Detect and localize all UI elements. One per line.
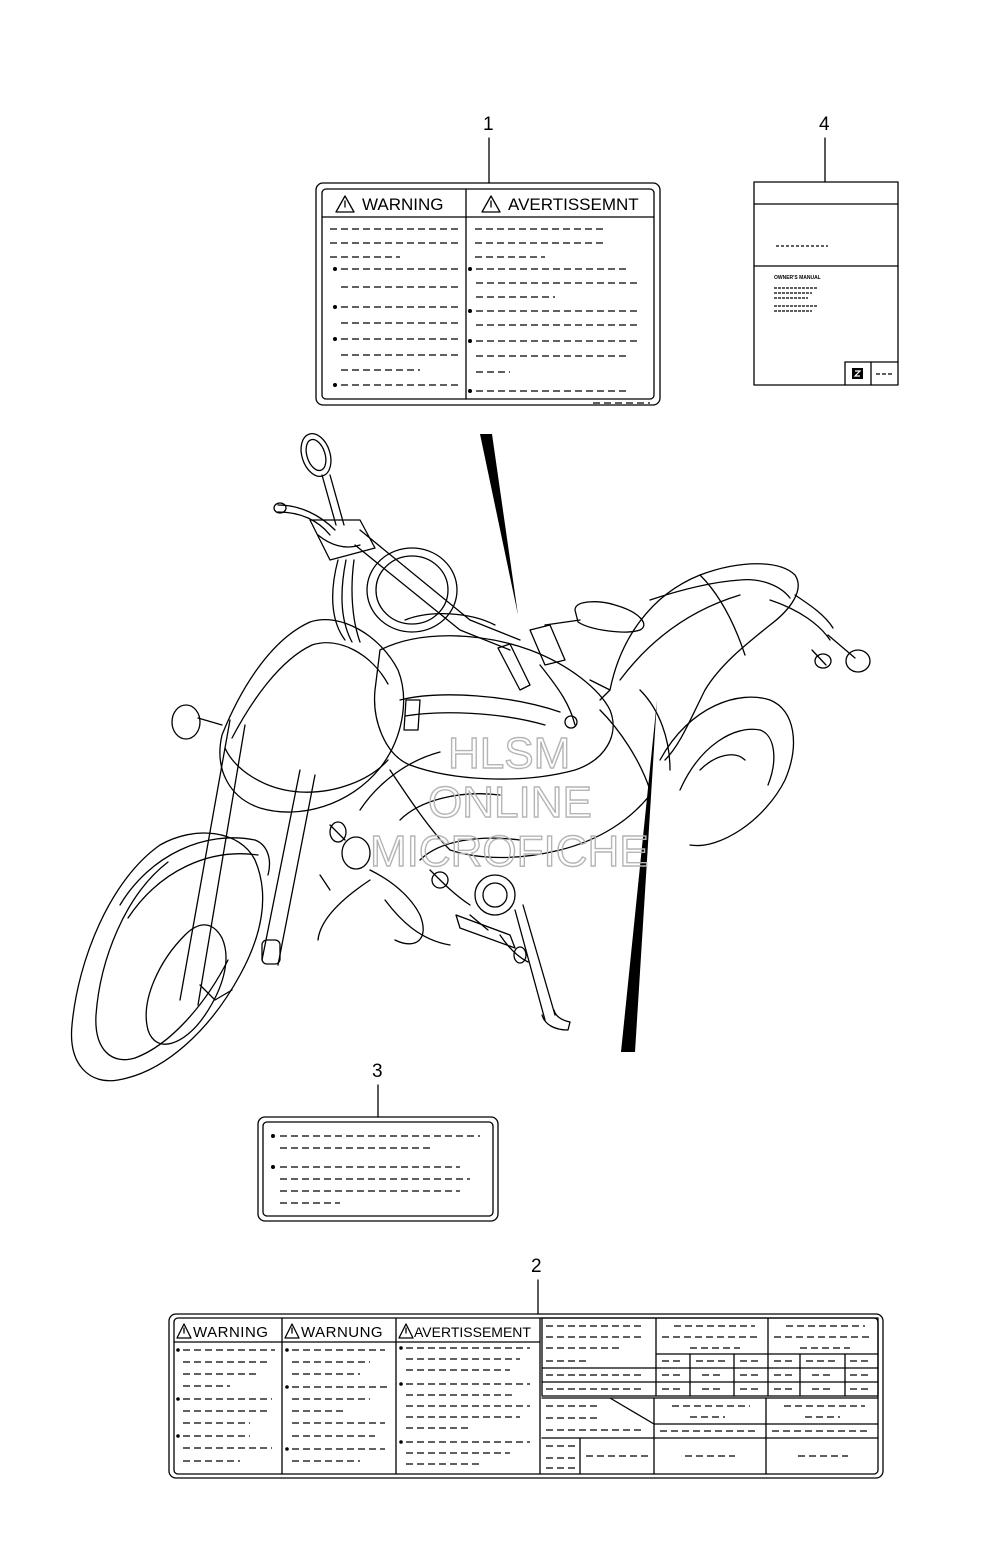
watermark-line-1: HLSM [448, 729, 570, 778]
label1-left-text-lines [330, 228, 458, 387]
watermark-line-2: ONLINE [428, 778, 592, 827]
label2-col1-header: WARNING [193, 1324, 268, 1341]
label1-left-header: WARNING [362, 195, 444, 214]
suzuki-logo-icon [852, 368, 863, 379]
label1-right-text-lines [468, 228, 650, 404]
callout-number-2: 2 [531, 1256, 542, 1277]
callout-number-1: 1 [483, 114, 494, 135]
tire-pressure-table [541, 1317, 879, 1397]
manual-title: OWNER'S MANUAL [774, 275, 821, 281]
label2-col1-lines [176, 1348, 275, 1462]
callout-4: 4 [819, 114, 830, 183]
motorcycle-illustration [70, 432, 871, 1082]
label2-col3-lines [399, 1346, 530, 1465]
caution-label-3 [257, 1116, 499, 1222]
warning-triangle-icon [481, 195, 501, 213]
warning-triangle-icon [176, 1323, 192, 1339]
warning-triangle-icon [284, 1323, 300, 1339]
tire-info-label-2: WARNING WARNUNG AVERTISSEMENT [168, 1313, 884, 1479]
pointer-label-1 [480, 434, 518, 615]
callout-2: 2 [531, 1256, 542, 1315]
label2-col2-header: WARNUNG [301, 1324, 383, 1341]
watermark: HLSM ONLINE MICROFICHE [369, 728, 649, 876]
tire-size-table [541, 1397, 879, 1475]
owners-manual: OWNER'S MANUAL [753, 181, 899, 386]
label1-right-header: AVERTISSEMNT [508, 195, 639, 214]
label2-col3-header: AVERTISSEMENT [414, 1324, 531, 1340]
callout-number-3: 3 [372, 1061, 383, 1082]
pointer-label-2 [621, 700, 657, 1052]
callout-number-4: 4 [819, 114, 830, 135]
warning-label-1: WARNING AVERTISSEMNT [315, 182, 661, 406]
callout-3: 3 [372, 1061, 383, 1118]
label2-col2-lines [285, 1348, 390, 1462]
watermark-line-3: MICROFICHE [370, 827, 649, 876]
callout-1: 1 [483, 114, 494, 184]
warning-triangle-icon [335, 195, 355, 213]
warning-triangle-icon [398, 1323, 414, 1339]
